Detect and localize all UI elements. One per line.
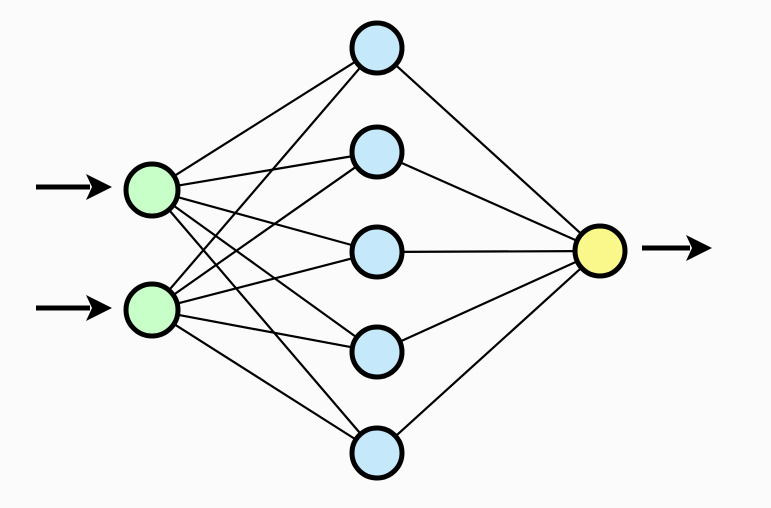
edge-h4-to-o1 [397,259,580,344]
edge-i2-to-h5 [171,322,358,442]
nodes-group [123,20,628,481]
output-arrow [642,235,712,261]
edge-i1-to-h2 [175,154,355,187]
input-node-1[interactable] [123,161,181,219]
arrows-group [36,174,712,321]
edge-i1-to-h3 [175,195,355,247]
edge-i1-to-h4 [171,203,359,340]
edge-i2-to-h2 [171,164,359,297]
edge-i1-to-h5 [167,207,363,436]
edge-i1-to-h1 [172,59,358,178]
edge-h1-to-o1 [393,63,584,236]
edge-i2-to-h3 [175,256,355,305]
hidden-node-1[interactable] [349,20,405,76]
edges-group [167,59,584,442]
input-arrow-top [36,174,112,200]
hidden-node-2[interactable] [349,124,405,180]
hidden-node-5[interactable] [349,425,405,481]
hidden-node-4[interactable] [349,324,405,380]
output-node-1[interactable] [572,223,628,279]
input-arrow-top-head [86,174,112,200]
output-arrow-head [686,235,712,261]
hidden-node-3[interactable] [349,224,405,280]
edge-h5-to-o1 [393,266,584,438]
input-arrow-bottom-head [86,295,112,321]
input-arrow-bottom [36,295,112,321]
edge-i2-to-h1 [167,65,363,293]
edge-h3-to-o1 [399,250,578,253]
edge-h2-to-o1 [397,160,580,243]
edge-i2-to-h4 [175,313,355,349]
input-node-2[interactable] [123,281,181,339]
